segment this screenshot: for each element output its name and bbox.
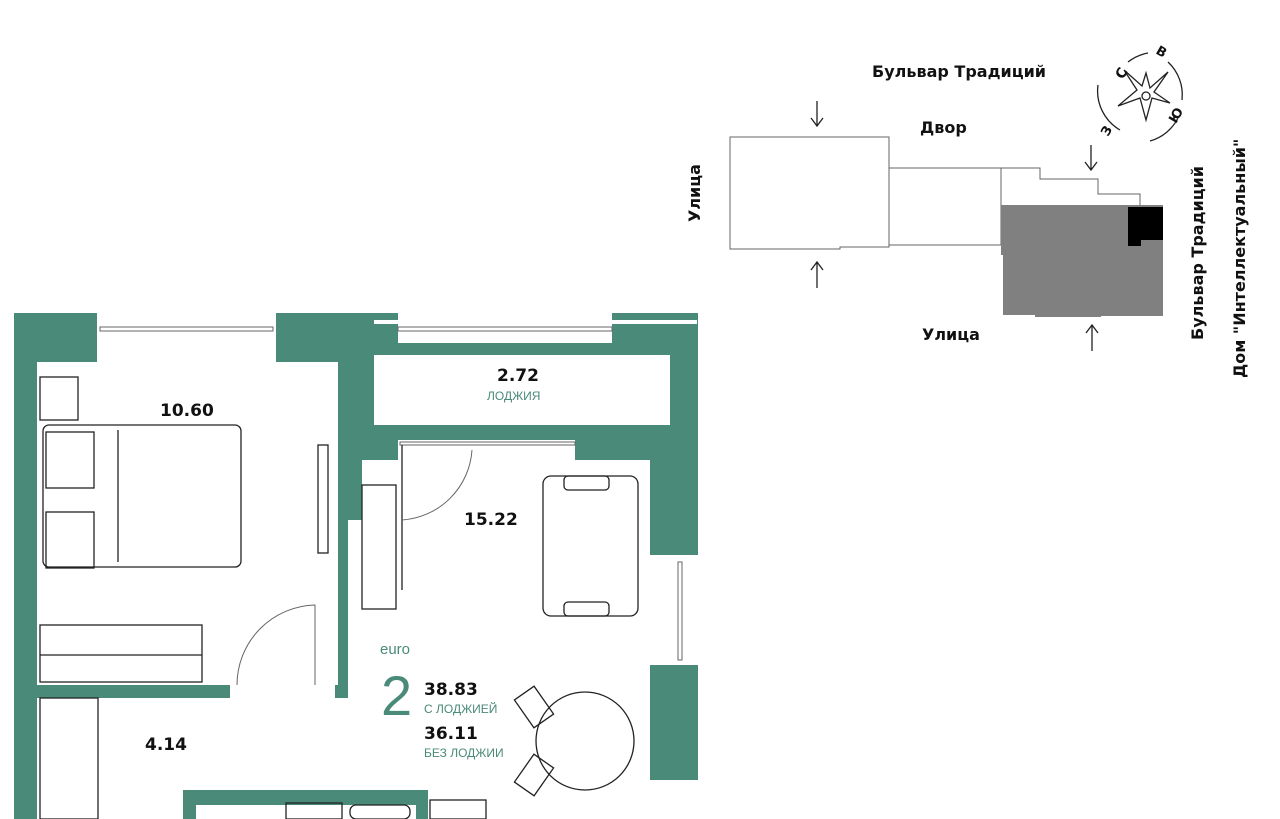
building-section-steps bbox=[1001, 167, 1141, 206]
building-section-middle bbox=[889, 167, 1002, 246]
loggia-window bbox=[397, 326, 613, 332]
bedroom-window bbox=[99, 326, 274, 332]
building-section-selected bbox=[1001, 205, 1163, 317]
compass-east: В bbox=[1153, 43, 1169, 61]
hall-wardrobe-icon bbox=[39, 697, 99, 819]
area-without-loggia: 36.11 bbox=[424, 724, 478, 744]
rooms-count: 2 bbox=[381, 664, 412, 727]
wardrobe-icon bbox=[39, 624, 203, 683]
left-street-label: Улица bbox=[685, 164, 704, 222]
compass-rose-icon: С В Ю З bbox=[1096, 43, 1187, 142]
living-window-1 bbox=[650, 555, 698, 665]
top-street-label: Бульвар Традиций bbox=[872, 62, 1046, 81]
chair-icon bbox=[513, 753, 555, 797]
bottom-street-label: Улица bbox=[922, 325, 980, 344]
without-loggia-label: БЕЗ ЛОДЖИИ bbox=[424, 746, 504, 760]
loggia-label: ЛОДЖИЯ bbox=[487, 389, 540, 403]
balcony-door-frame bbox=[399, 441, 576, 446]
wall-stub bbox=[335, 685, 348, 698]
hall-area: 4.14 bbox=[145, 735, 187, 755]
site-plan: Бульвар Традиций Двор Улица Улица Бульва… bbox=[685, 43, 1249, 378]
stove-icon bbox=[285, 802, 343, 819]
arrow-down-icon bbox=[1084, 145, 1098, 172]
living-window-2 bbox=[650, 780, 698, 819]
yard-label: Двор bbox=[920, 118, 967, 137]
with-loggia-label: С ЛОДЖИЕЙ bbox=[424, 701, 497, 716]
arrows bbox=[810, 101, 1099, 351]
window-frame bbox=[677, 561, 683, 661]
area-with-loggia: 38.83 bbox=[424, 680, 478, 700]
chair-icon bbox=[513, 685, 555, 729]
tv-stand-icon bbox=[361, 484, 397, 610]
bed-icon bbox=[42, 424, 242, 568]
bedroom-area: 10.60 bbox=[160, 401, 214, 421]
apartment-marker bbox=[1128, 207, 1163, 246]
balcony-door-niche bbox=[398, 440, 575, 460]
floor-plan: 10.60 2.72 ЛОДЖИЯ 15.22 4.14 euro 2 38.8… bbox=[14, 313, 698, 819]
door-swing-icon bbox=[236, 604, 316, 686]
living-kitchen bbox=[348, 460, 650, 819]
pillow-icon bbox=[45, 511, 95, 569]
bedroom-doorway bbox=[230, 685, 320, 699]
bedroom-window-niche bbox=[97, 313, 276, 363]
bedroom bbox=[37, 362, 338, 685]
compass-south: Ю bbox=[1166, 105, 1187, 126]
nightstand-icon bbox=[39, 376, 79, 421]
door-swing-icon bbox=[401, 449, 473, 521]
arrow-down-icon bbox=[810, 101, 824, 128]
loggia-rail bbox=[374, 320, 697, 324]
furniture bbox=[39, 376, 639, 819]
apartment-type-label: euro bbox=[380, 641, 410, 658]
loggia bbox=[374, 355, 670, 425]
compass-north: С bbox=[1113, 65, 1132, 82]
right-building-label: Дом "Интеллектуальный" bbox=[1230, 139, 1249, 378]
fridge-icon bbox=[429, 799, 487, 819]
arrow-up-icon bbox=[810, 260, 824, 288]
pillow-icon bbox=[45, 431, 95, 489]
loggia-area: 2.72 bbox=[497, 366, 539, 386]
right-street-label: Бульвар Традиций bbox=[1188, 166, 1207, 340]
bathroom bbox=[196, 805, 416, 819]
sink-icon bbox=[349, 804, 411, 819]
living-area: 15.22 bbox=[464, 510, 518, 530]
tv-icon bbox=[317, 444, 329, 554]
arrow-up-icon bbox=[1085, 323, 1099, 351]
building-section-left bbox=[729, 136, 890, 250]
dining-table-icon bbox=[535, 691, 635, 791]
loggia-window-niche bbox=[398, 313, 612, 343]
